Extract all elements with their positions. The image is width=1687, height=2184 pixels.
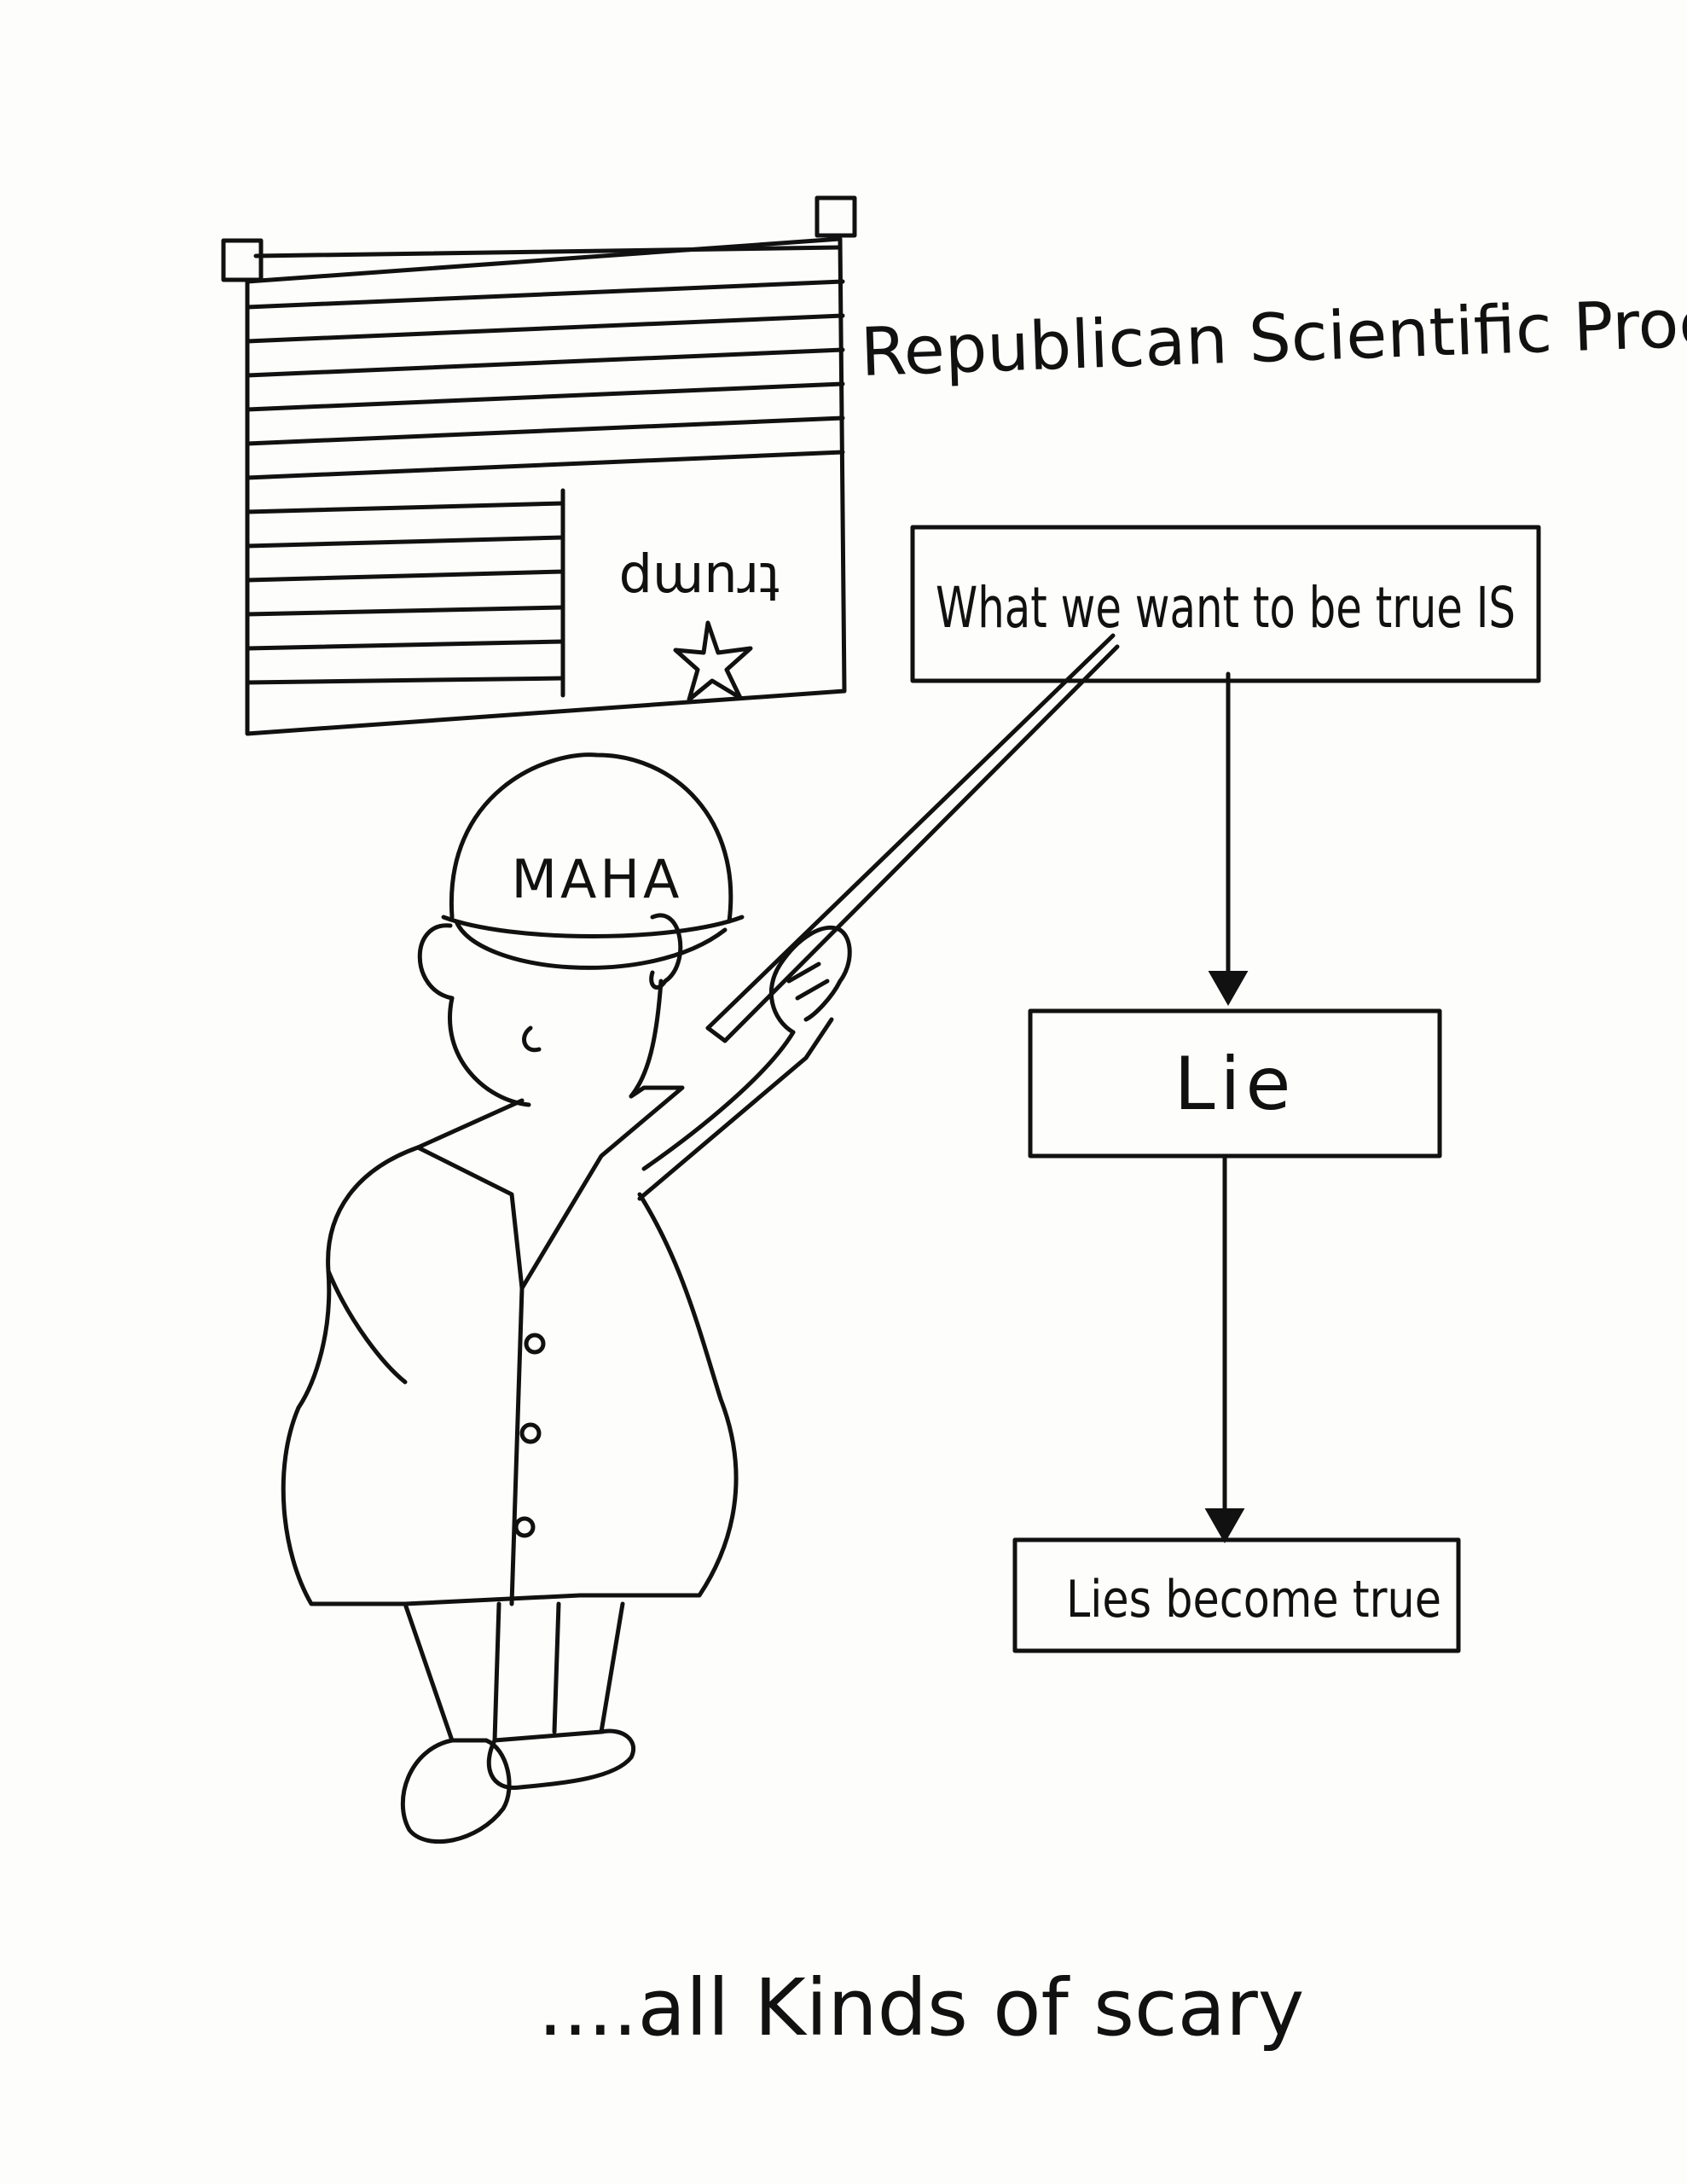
pointer-stick	[705, 633, 1120, 1043]
coat-left-fold	[326, 1269, 408, 1385]
cap-brim	[454, 919, 728, 970]
leg-left-outer	[403, 1601, 455, 1743]
cap-band-top	[441, 915, 745, 938]
flow-step-3-box	[1012, 1537, 1461, 1653]
flowchart: What we want to be true IS Lie Lies beco…	[910, 525, 1541, 1653]
collar-right	[519, 1085, 685, 1291]
coat-button	[519, 1422, 542, 1444]
caption: ....all Kinds of scary	[538, 1962, 1305, 2053]
flag-outline	[245, 236, 847, 736]
coat-button	[513, 1516, 536, 1538]
flow-step-2-label: Lie	[1174, 1042, 1296, 1127]
hand	[768, 925, 852, 1035]
cap-text: MAHA	[512, 848, 683, 910]
head-right-side	[629, 979, 664, 1099]
leg-right-inner	[552, 1601, 561, 1734]
coat-body	[281, 1145, 739, 1606]
flag-finial-right	[815, 195, 857, 238]
scientist-character: MAHA	[281, 752, 852, 1844]
flow-step-1-label: What we want to be true IS	[936, 575, 1516, 641]
page-title: Republican Scientific Process	[860, 282, 1687, 392]
star-icon	[673, 620, 753, 702]
arrow-down-icon	[1204, 1508, 1245, 1544]
arrow-down-icon	[1208, 971, 1249, 1007]
collar-left	[415, 1098, 525, 1291]
shoe-left	[400, 1738, 512, 1844]
cap-dome	[449, 752, 733, 924]
leg-right-outer	[599, 1601, 625, 1734]
hand-knuckle	[795, 979, 830, 1001]
head-left-side	[448, 996, 531, 1107]
ear-right	[649, 913, 683, 990]
arm-lower-edge	[641, 1030, 796, 1171]
cheek-mark	[522, 1025, 542, 1053]
coat-button	[524, 1333, 546, 1355]
flag-finial-left	[221, 238, 264, 282]
hand-knuckle	[786, 961, 821, 984]
flag: trump	[221, 195, 857, 736]
coat-center-line	[509, 1286, 525, 1606]
leg-left-inner	[492, 1601, 501, 1743]
arm-upper-edge	[637, 1017, 834, 1201]
ear-left	[417, 923, 455, 1001]
flow-step-2-box	[1028, 1008, 1442, 1159]
flag-stripes	[245, 245, 845, 685]
flow-step-3-label: Lies become true	[1066, 1570, 1441, 1629]
shoe-right	[486, 1728, 635, 1791]
flow-step-1-box	[910, 525, 1541, 683]
flag-canton-text: trump	[619, 550, 780, 613]
